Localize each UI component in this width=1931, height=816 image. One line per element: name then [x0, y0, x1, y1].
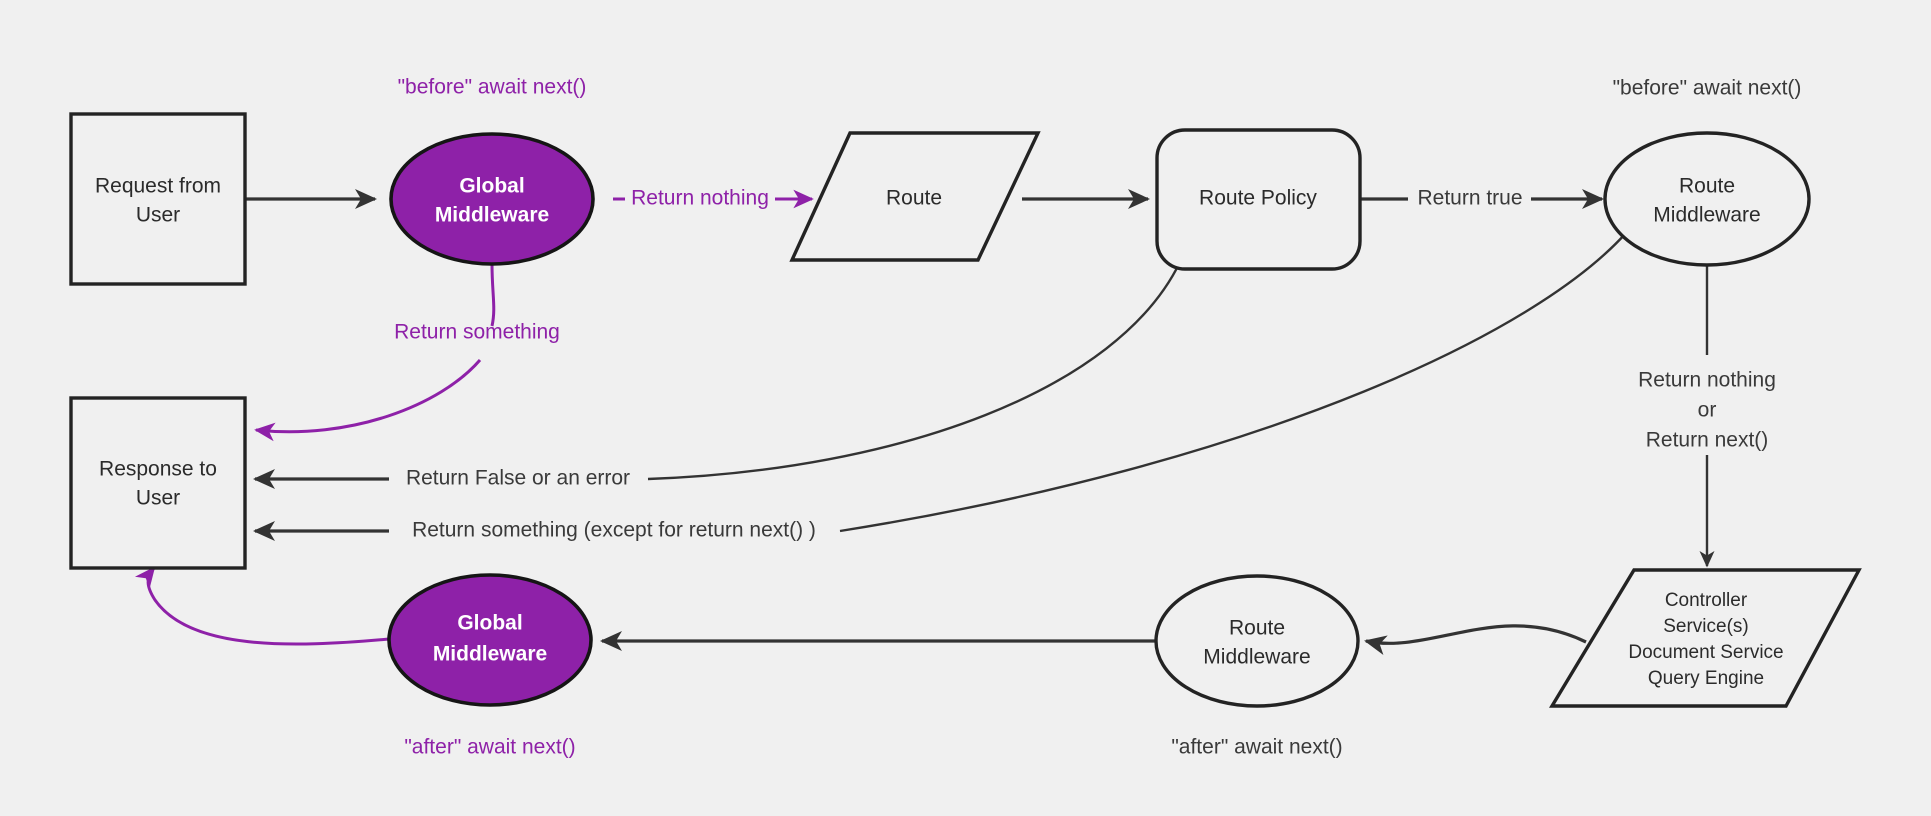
node-global-middleware-before[interactable] — [389, 132, 595, 266]
label-route-middleware-return-line3: Return next() — [1646, 429, 1769, 452]
label-route-middleware-return-line2: or — [1698, 399, 1717, 422]
label-return-something-global: Return something — [394, 321, 560, 344]
annotation-before-await-next-route: "before" await next() — [1613, 77, 1802, 100]
node-controller-services[interactable] — [1548, 568, 1862, 708]
node-controller-line3: Document Service — [1628, 642, 1783, 663]
node-response-to-user-line2: User — [136, 487, 180, 510]
node-global-middleware-after-line2: Middleware — [433, 643, 547, 666]
node-route-middleware-after[interactable] — [1154, 574, 1360, 708]
node-route-label: Route — [886, 187, 942, 210]
annotation-before-await-next-global: "before" await next() — [398, 76, 587, 99]
node-route-policy[interactable] — [1155, 128, 1362, 271]
node-route-middleware-before[interactable] — [1603, 131, 1811, 267]
edge-global-middleware-to-response-curve — [254, 359, 482, 442]
node-route-middleware-before-line2: Middleware — [1653, 204, 1760, 227]
node-response-to-user-line1: Response to — [99, 458, 217, 481]
edge-controller-to-route-middleware-after — [1364, 624, 1587, 656]
edge-global-middleware-to-response — [490, 263, 496, 327]
label-return-true: Return true — [1417, 187, 1522, 210]
node-route[interactable] — [789, 131, 1041, 262]
edge-route-policy-to-response-false — [647, 261, 1182, 481]
edge-route-middleware-to-response-something — [839, 212, 1643, 533]
node-controller-line2: Service(s) — [1663, 616, 1749, 637]
node-request-from-user[interactable] — [69, 112, 247, 286]
label-route-middleware-return-line1: Return nothing — [1638, 369, 1776, 392]
node-global-middleware-before-line2: Middleware — [435, 204, 549, 227]
annotation-after-await-next-global: "after" await next() — [404, 736, 575, 759]
node-response-to-user[interactable] — [69, 396, 247, 570]
annotation-after-await-next-route: "after" await next() — [1171, 736, 1342, 759]
node-request-from-user-line1: Request from — [95, 175, 221, 198]
node-route-middleware-after-line1: Route — [1229, 617, 1285, 640]
node-global-middleware-before-line1: Global — [459, 175, 524, 198]
label-return-false-or-error: Return False or an error — [406, 467, 630, 490]
node-controller-line1: Controller — [1665, 590, 1748, 611]
node-route-policy-label: Route Policy — [1199, 187, 1317, 210]
node-route-middleware-before-line1: Route — [1679, 175, 1735, 198]
node-request-from-user-line2: User — [136, 204, 180, 227]
label-return-nothing-global: Return nothing — [631, 187, 769, 210]
node-route-middleware-after-line2: Middleware — [1203, 646, 1310, 669]
node-controller-line4: Query Engine — [1648, 668, 1764, 689]
edge-global-middleware-after-to-response — [134, 566, 390, 646]
node-global-middleware-after-line1: Global — [457, 612, 522, 635]
label-return-something-except: Return something (except for return next… — [412, 519, 816, 542]
node-global-middleware-after[interactable] — [387, 573, 593, 707]
